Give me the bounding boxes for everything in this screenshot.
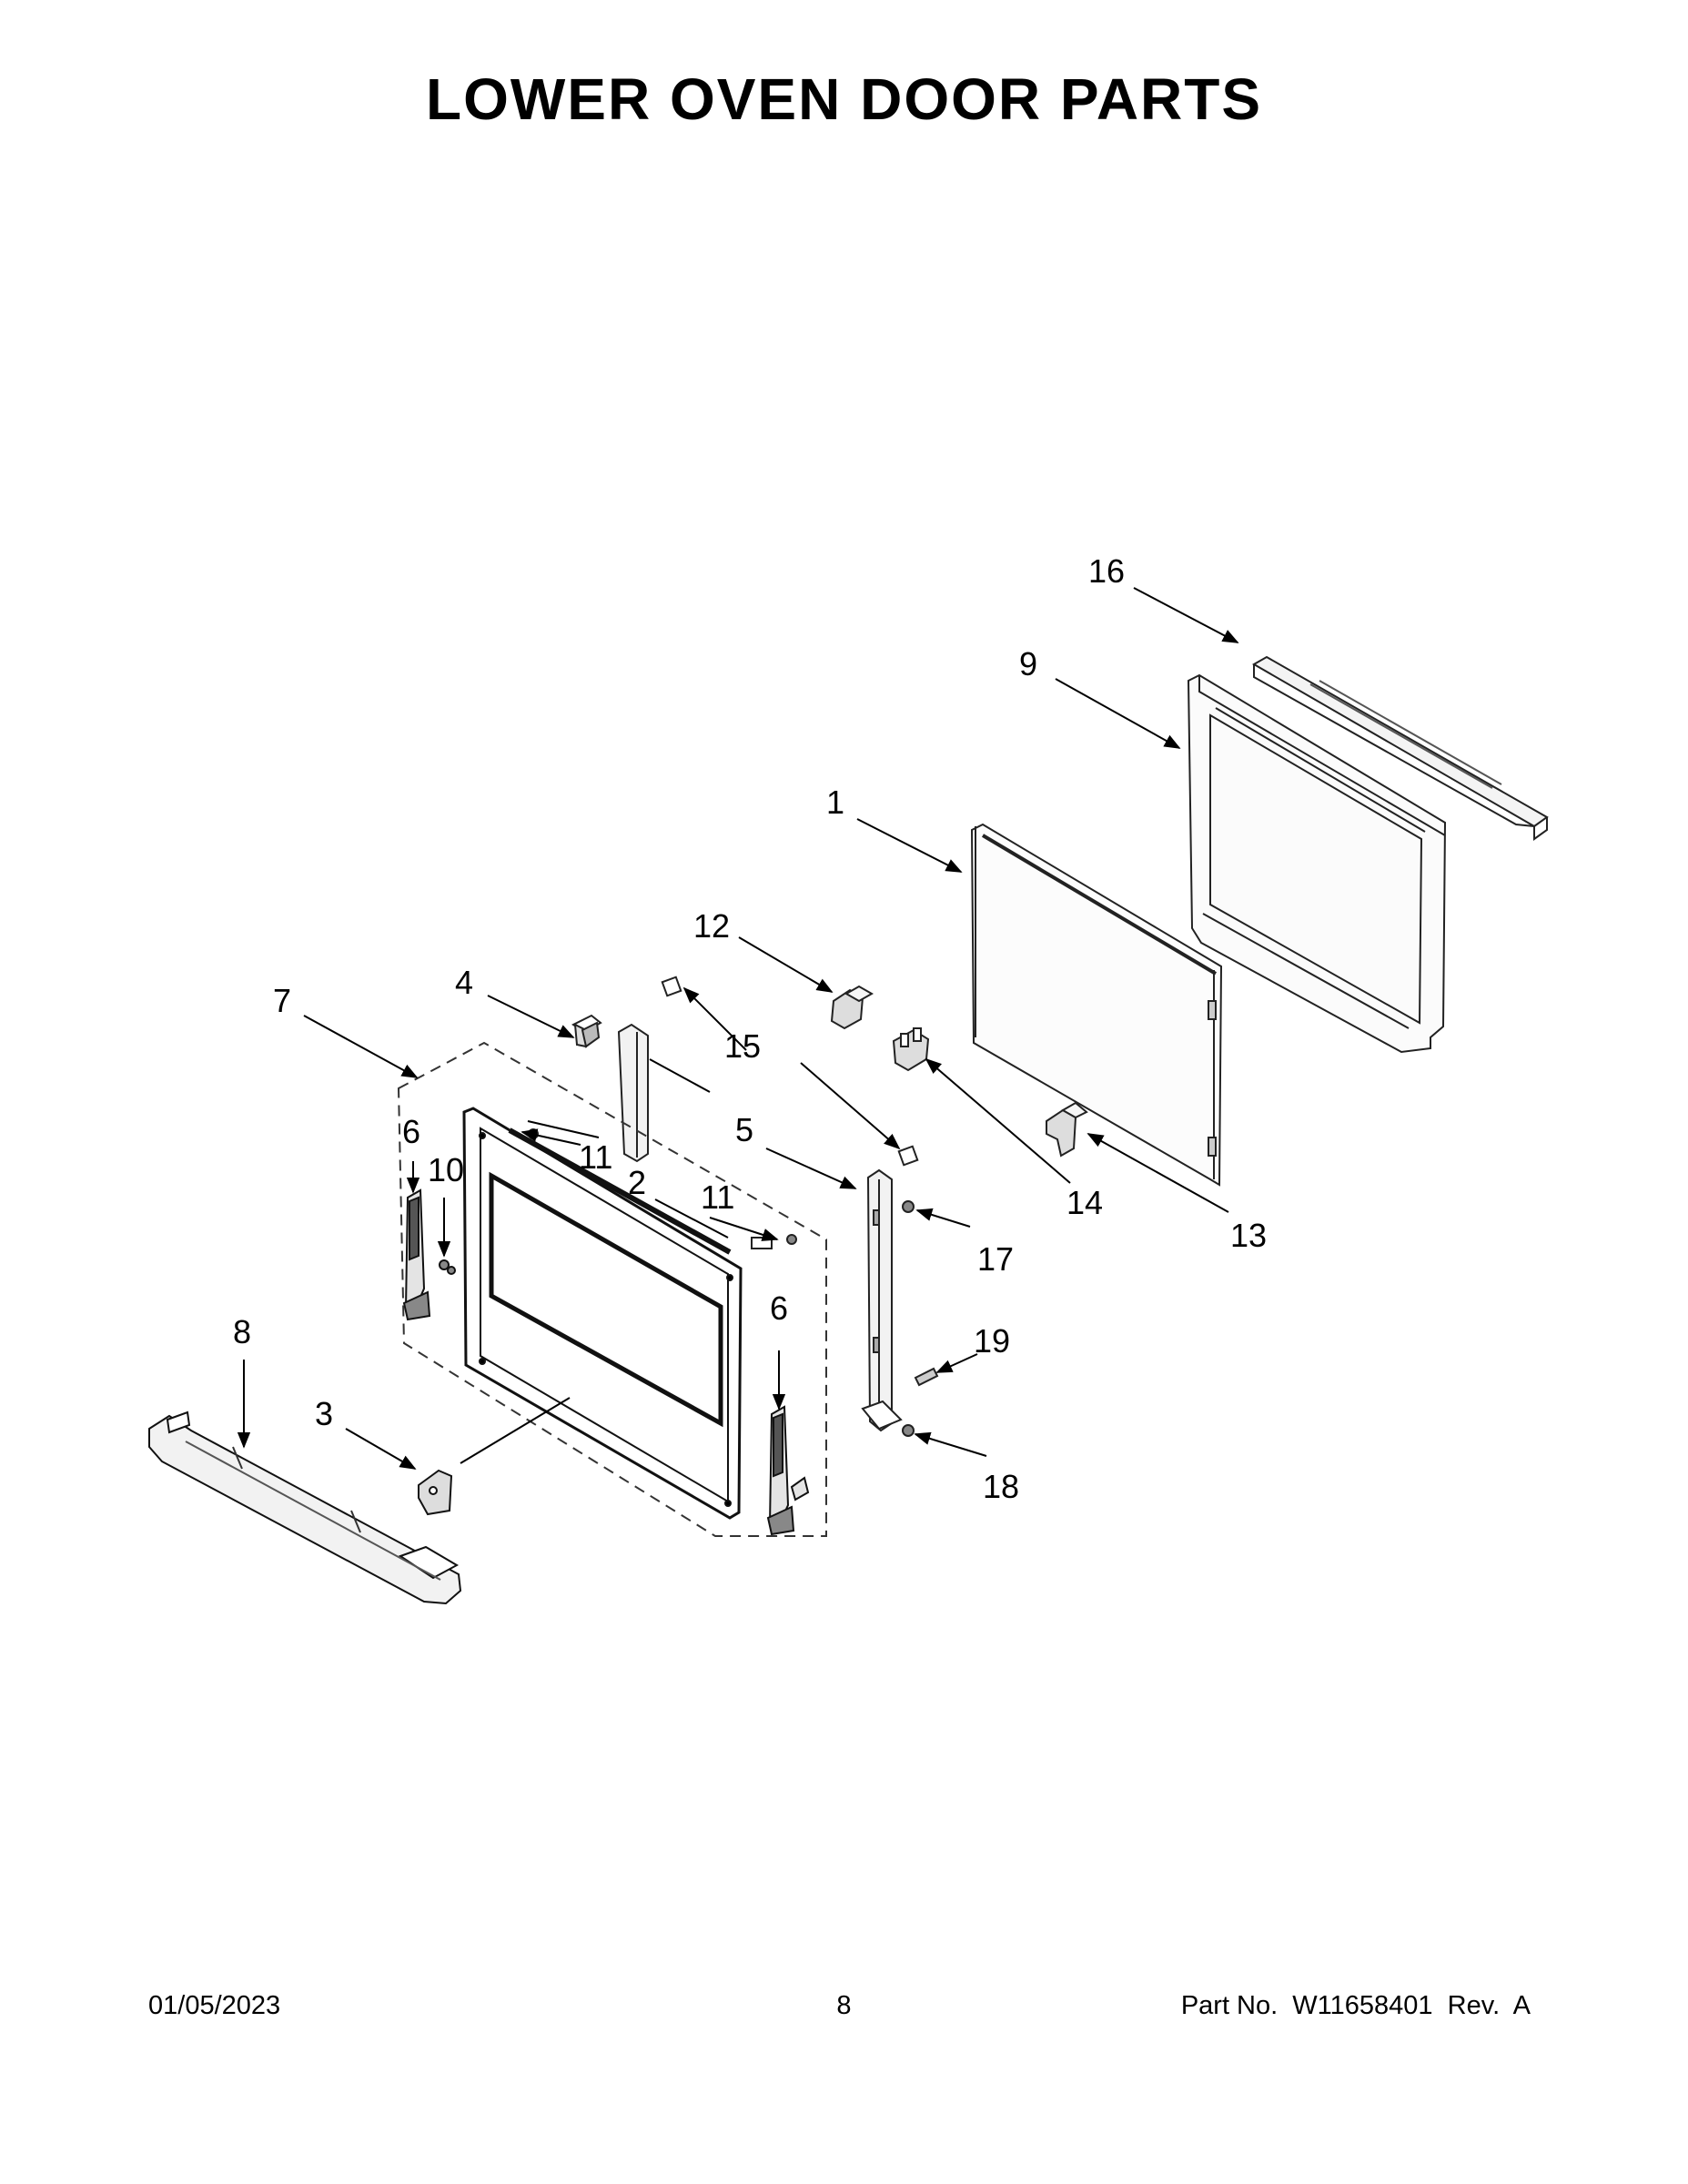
callout-1: 1 (826, 784, 844, 821)
part-16-vent-trim (1251, 655, 1549, 841)
callout-6-right: 6 (770, 1289, 788, 1327)
part-9-inner-door-frame (1187, 673, 1447, 1054)
callout-9: 9 (1019, 645, 1037, 682)
callout-19: 19 (974, 1322, 1010, 1360)
callout-11-left: 11 (579, 1138, 612, 1176)
part-14-bracket (892, 1027, 930, 1072)
callout-4: 4 (455, 964, 473, 1001)
callout-16: 16 (1088, 552, 1125, 590)
footer-part-number: Part No. W11658401 Rev. A (1180, 1991, 1531, 2020)
callout-14: 14 (1066, 1184, 1103, 1221)
callout-3: 3 (315, 1395, 333, 1432)
callout-2: 2 (628, 1164, 646, 1201)
callout-5: 5 (735, 1111, 753, 1148)
part-8-door-handle (148, 1410, 462, 1605)
part-1-door-glass (970, 823, 1223, 1187)
part-3-handle-bracket (418, 1469, 453, 1516)
callout-8: 8 (233, 1313, 251, 1350)
callout-numbers: 16 9 1 12 7 4 15 5 14 13 17 19 18 11 11 … (233, 552, 1267, 1505)
part-12-clip (830, 985, 874, 1030)
part-5-door-channels (617, 1023, 903, 1432)
part-2-outer-door-panel (462, 1107, 743, 1520)
footer-page-number: 8 (836, 1991, 852, 2020)
part-7-door-assembly-outline (397, 1041, 827, 1537)
callout-11-right: 11 (701, 1178, 734, 1216)
footer-date: 01/05/2023 (148, 1991, 281, 2020)
callout-15: 15 (724, 1027, 761, 1065)
callout-13: 13 (1230, 1217, 1267, 1254)
callout-17: 17 (977, 1240, 1014, 1278)
part-15-pads (661, 976, 919, 1167)
leader-lines (237, 587, 1239, 1470)
part-4-bumper (571, 1014, 602, 1048)
page-title: LOWER OVEN DOOR PARTS (425, 66, 1263, 132)
callout-18: 18 (983, 1468, 1019, 1505)
callout-10: 10 (428, 1151, 464, 1188)
part-13-bracket (1046, 1101, 1088, 1158)
callout-12: 12 (693, 907, 730, 945)
callout-6-left: 6 (402, 1113, 420, 1150)
callout-7: 7 (273, 982, 291, 1019)
part-10-pin (439, 1259, 456, 1275)
screws-17-18-19 (902, 1200, 939, 1437)
